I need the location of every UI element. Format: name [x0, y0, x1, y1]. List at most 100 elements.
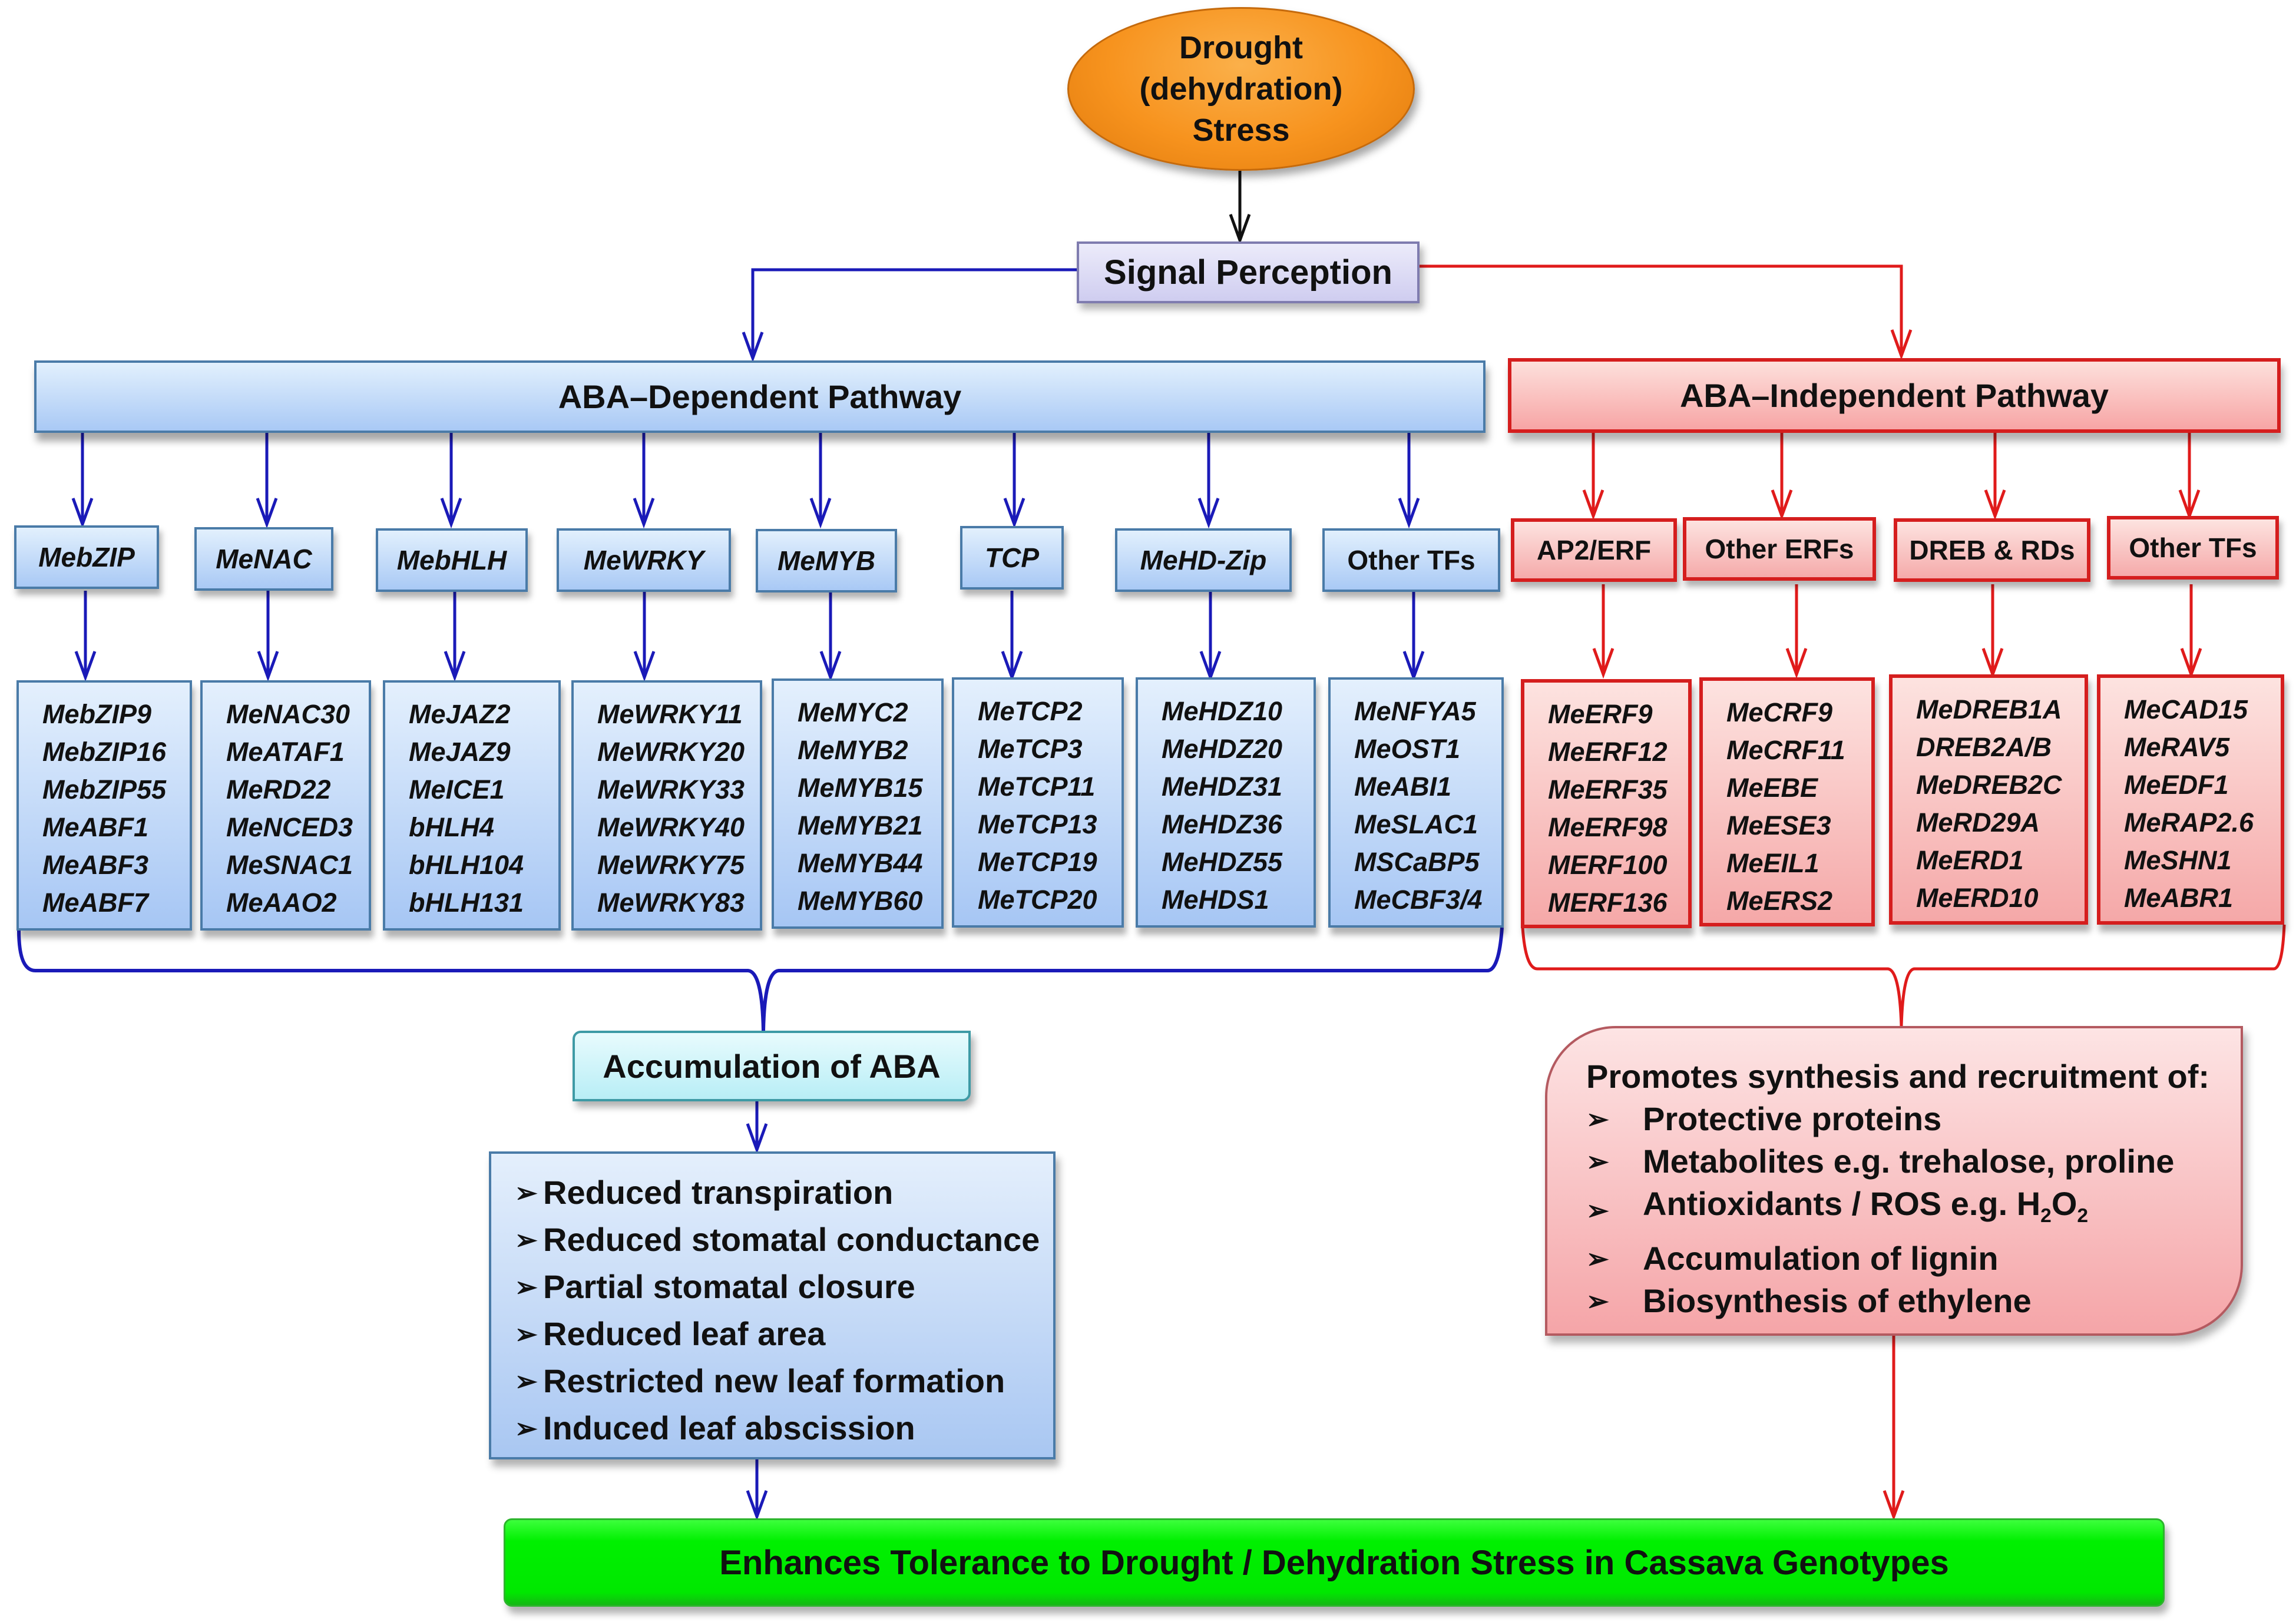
dependent-bracket: [17, 927, 1504, 1031]
gene: MeHDZ10: [1162, 696, 1283, 726]
arrowhead-icon: [74, 651, 97, 682]
family-other-tfs-independent: Other TFs: [2107, 516, 2279, 580]
arrowhead-icon: [1592, 648, 1615, 679]
arrow-bullet-icon: ➢: [1586, 1146, 1609, 1177]
gene: bHLH131: [409, 888, 524, 918]
gene: MeABF3: [42, 850, 149, 880]
gene: MeWRKY83: [597, 888, 745, 918]
drought-stress-label: Drought (dehydration) Stress: [1139, 30, 1343, 148]
gene: MeRD22: [226, 774, 331, 805]
family-other-tfs-dependent: Other TFs: [1322, 528, 1500, 592]
effect-item: ➢Reduced transpiration: [515, 1169, 1053, 1216]
gene: MeCRF9: [1726, 697, 1833, 727]
aba-independent-title: ABA–Independent Pathway: [1679, 377, 2109, 414]
family-menac: MeNAC: [194, 527, 333, 591]
arrow-bullet-icon: ➢: [1586, 1243, 1609, 1275]
family-ap2-erf: AP2/ERF: [1511, 518, 1677, 582]
gene: MeMYC2: [798, 697, 908, 727]
gene: MeSLAC1: [1354, 809, 1478, 839]
gene: MeWRKY40: [597, 812, 745, 842]
gene: MeERS2: [1726, 886, 1833, 916]
arrowhead-icon: [257, 651, 279, 682]
genes-tcp: MeTCP2 MeTCP3 MeTCP11 MeTCP13 MeTCP19 Me…: [952, 677, 1124, 928]
genes-other-erfs: MeCRF9 MeCRF11 MeEBE MeESE3 MeEIL1 MeERS…: [1699, 677, 1875, 926]
family-mebhlh: MebHLH: [376, 528, 528, 592]
gene: bHLH4: [409, 812, 494, 842]
gene: MeRD29A: [1916, 807, 2040, 838]
gene: MeEIL1: [1726, 848, 1819, 878]
promote-item: ➢Biosynthesis of ethylene: [1586, 1280, 2241, 1322]
arrowhead-icon: [1984, 489, 2006, 521]
gene: MeTCP3: [978, 734, 1083, 764]
promote-item: ➢Protective proteins: [1586, 1098, 2241, 1140]
gene: MeCBF3/4: [1354, 885, 1483, 915]
gene: MeEBE: [1726, 773, 1818, 803]
effect-item: ➢Reduced leaf area: [515, 1310, 1053, 1358]
arrowhead-icon: [440, 498, 462, 529]
arrowhead-icon: [633, 651, 656, 682]
gene: MeCAD15: [2124, 694, 2248, 724]
gene: MeHDZ20: [1162, 734, 1283, 764]
arrowhead-icon: [1582, 489, 1604, 521]
genes-mehdzip: MeHDZ10 MeHDZ20 MeHDZ31 MeHDZ36 MeHDZ55 …: [1136, 677, 1316, 928]
arrow-bullet-icon: ➢: [515, 1413, 538, 1444]
family-memyb: MeMYB: [756, 529, 897, 592]
gene: MeTCP20: [978, 885, 1097, 915]
arrowhead-icon: [444, 651, 466, 682]
gene: MebZIP9: [42, 699, 152, 729]
gene: MeHDZ31: [1162, 772, 1283, 802]
gene: MeRAP2.6: [2124, 807, 2254, 838]
arrowhead-icon: [633, 498, 655, 529]
gene: MeSNAC1: [226, 850, 353, 880]
arrowhead-icon: [819, 651, 842, 682]
aba-dependent-title: ABA–Dependent Pathway: [558, 378, 962, 415]
arrow-bullet-icon: ➢: [515, 1366, 538, 1396]
family-mebzip: MebZIP: [14, 525, 159, 589]
aba-effects-box: ➢Reduced transpiration ➢Reduced stomatal…: [489, 1151, 1056, 1459]
promote-item: ➢Accumulation of lignin: [1586, 1237, 2241, 1280]
independent-bracket: [1521, 924, 2286, 1027]
arrow-bullet-icon: ➢: [515, 1224, 538, 1255]
gene: MeMYB21: [798, 810, 923, 840]
genes-mewrky: MeWRKY11 MeWRKY20 MeWRKY33 MeWRKY40 MeWR…: [571, 680, 762, 931]
gene: MeHDZ55: [1162, 847, 1283, 877]
gene: MebZIP16: [42, 737, 167, 767]
arrowhead-icon: [71, 498, 94, 529]
gene: MeTCP2: [978, 696, 1083, 726]
arrowhead-icon: [1197, 498, 1220, 529]
gene: MeCRF11: [1726, 735, 1845, 765]
arrow-bullet-icon: ➢: [515, 1177, 538, 1208]
gene: MeEDF1: [2124, 770, 2229, 800]
gene: MERF100: [1548, 850, 1668, 880]
gene: MeWRKY33: [597, 774, 745, 805]
gene: MeABF1: [42, 812, 149, 842]
gene: DREB2A/B: [1916, 732, 2052, 762]
outcome-bar: Enhances Tolerance to Drought / Dehydrat…: [504, 1518, 2165, 1607]
gene: MeJAZ2: [409, 699, 511, 729]
gene: MERF136: [1548, 888, 1668, 918]
gene: MeMYB15: [798, 773, 923, 803]
arrowhead-icon: [1890, 329, 1913, 360]
gene: MebZIP55: [42, 774, 167, 805]
gene: MeNAC30: [226, 699, 350, 729]
gene: MeDREB2C: [1916, 770, 2062, 800]
arrowhead-icon: [1771, 489, 1793, 521]
arrowhead-icon: [746, 1490, 768, 1521]
aba-dependent-pathway-bar: ABA–Dependent Pathway: [34, 360, 1486, 433]
gene: MeABR1: [2124, 883, 2234, 913]
gene: MeERF35: [1548, 774, 1668, 805]
gene: MeAAO2: [226, 888, 337, 918]
arrow-bullet-icon: ➢: [515, 1272, 538, 1302]
arrowhead-icon: [1883, 1490, 1905, 1521]
family-other-erfs: Other ERFs: [1683, 517, 1876, 581]
arrow-bullet-icon: ➢: [1586, 1104, 1609, 1134]
genes-mebhlh: MeJAZ2 MeJAZ9 MeICE1 bHLH4 bHLH104 bHLH1…: [383, 680, 561, 931]
gene: MeESE3: [1726, 810, 1831, 840]
family-tcp: TCP: [960, 526, 1064, 590]
gene: MeDREB1A: [1916, 694, 2062, 724]
family-dreb-rds: DREB & RDs: [1894, 518, 2090, 582]
gene: MeERD10: [1916, 883, 2039, 913]
drought-stress-node: Drought (dehydration) Stress: [1067, 7, 1415, 171]
genes-other-tfs-dependent: MeNFYA5 MeOST1 MeABI1 MeSLAC1 MSCaBP5 Me…: [1328, 677, 1504, 928]
